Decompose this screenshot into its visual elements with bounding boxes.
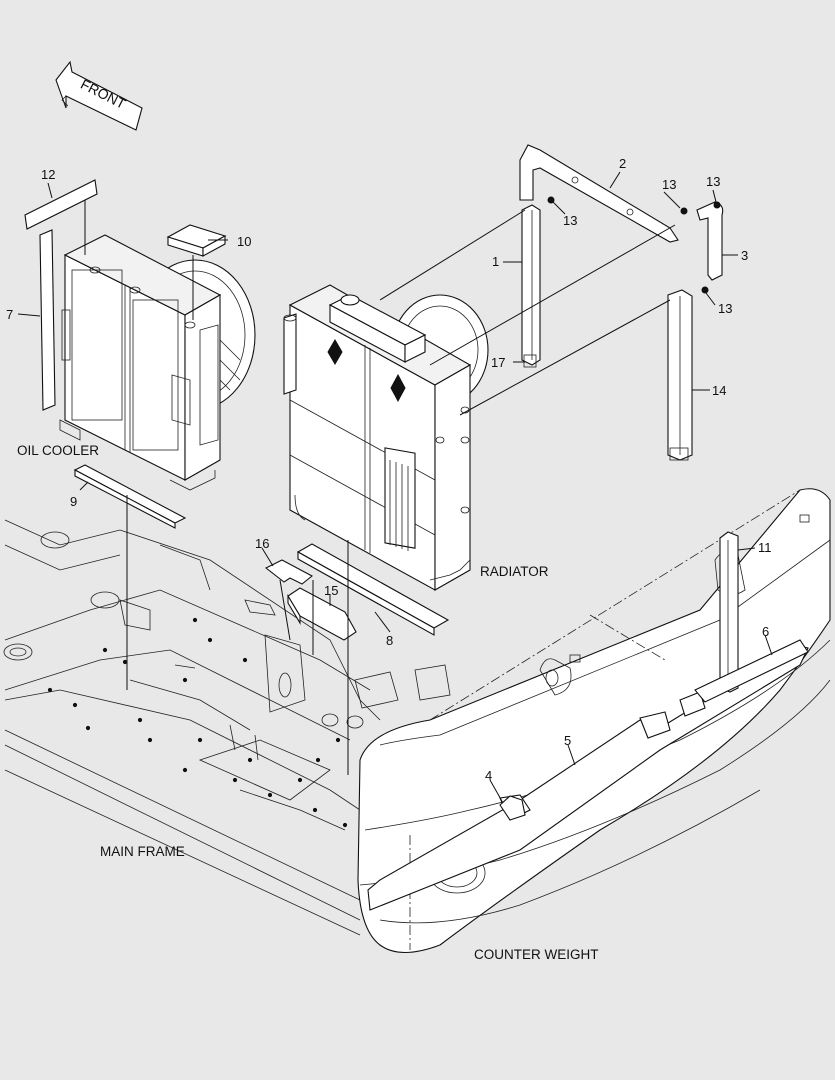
callout-4: 4 <box>485 768 492 783</box>
part-4 <box>499 795 526 821</box>
main-frame <box>3 519 451 936</box>
callout-16: 16 <box>255 536 269 551</box>
part-10 <box>166 224 227 257</box>
assembly-labels: OIL COOLER RADIATOR MAIN FRAME COUNTER W… <box>17 443 599 962</box>
callout-13-c: 13 <box>563 213 577 228</box>
callout-14: 14 <box>712 383 726 398</box>
callout-13-d: 13 <box>718 301 732 316</box>
oil-cooler-label: OIL COOLER <box>17 443 99 458</box>
part-6 <box>694 639 809 703</box>
part-9 <box>73 464 187 529</box>
leader-lines <box>17 171 773 804</box>
callout-12: 12 <box>41 167 55 182</box>
part-3 <box>696 201 724 281</box>
part-7 <box>39 229 56 411</box>
part-1 <box>521 204 541 368</box>
callout-13-b: 13 <box>706 174 720 189</box>
bolt-13-markers <box>547 196 721 294</box>
callout-15: 15 <box>324 583 338 598</box>
callout-8: 8 <box>386 633 393 648</box>
callout-13-a: 13 <box>662 177 676 192</box>
radiator <box>283 284 489 591</box>
callout-1: 1 <box>492 254 499 269</box>
oil-cooler <box>59 234 256 491</box>
callout-11: 11 <box>758 540 772 555</box>
callout-2: 2 <box>619 156 626 171</box>
callout-10: 10 <box>237 234 251 249</box>
callout-9: 9 <box>70 494 77 509</box>
callout-3: 3 <box>741 248 748 263</box>
part-12 <box>24 179 98 230</box>
part-15 <box>287 587 357 641</box>
radiator-label: RADIATOR <box>480 564 549 579</box>
main-frame-label: MAIN FRAME <box>100 844 185 859</box>
callout-5: 5 <box>564 733 571 748</box>
callout-17: 17 <box>491 355 505 370</box>
callout-7: 7 <box>6 307 13 322</box>
part-16 <box>264 559 313 585</box>
counter-weight-label: COUNTER WEIGHT <box>474 947 599 962</box>
part-11 <box>719 531 739 693</box>
front-arrow: FRONT <box>55 60 143 131</box>
part-14 <box>667 289 693 461</box>
part-2 <box>519 144 679 243</box>
callout-numbers: 12 7 10 9 1 2 13 13 13 13 3 14 17 11 6 5… <box>6 156 772 783</box>
callout-6: 6 <box>762 624 769 639</box>
part-8 <box>296 543 450 636</box>
